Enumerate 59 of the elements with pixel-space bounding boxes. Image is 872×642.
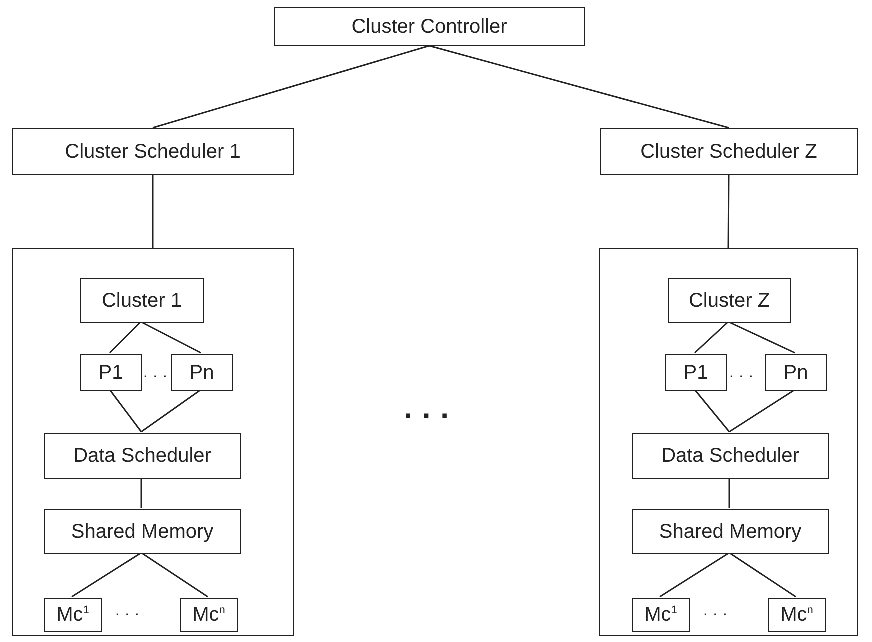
process-box: [632, 509, 829, 554]
node-label: Pn: [784, 362, 808, 384]
process-box: [668, 278, 791, 323]
connector-line: [729, 389, 796, 433]
process-box: [44, 598, 102, 632]
ellipsis: · · ·: [115, 607, 140, 623]
connector-line: [694, 390, 730, 432]
connector-line: [728, 321, 796, 354]
process-box: [768, 598, 826, 632]
node-label: Mc$^{1}$: [644, 604, 678, 626]
connector-line: [694, 321, 729, 354]
connector-line: [728, 478, 730, 508]
ellipsis: · · ·: [404, 402, 451, 432]
connector-line: [660, 552, 730, 598]
connector-line: [729, 552, 796, 598]
connector-line: [140, 321, 202, 354]
cluster-panel: [12, 248, 294, 636]
process-box: [44, 509, 241, 554]
node-label: Cluster Scheduler Z: [640, 140, 818, 162]
process-box: [12, 128, 294, 175]
connector-line: [152, 175, 154, 248]
process-box: [80, 278, 204, 323]
connector-line: [141, 552, 208, 598]
process-box: [80, 354, 142, 391]
process-box: [600, 128, 858, 175]
connector-line: [140, 478, 142, 508]
connector-line: [429, 45, 730, 129]
connector-line: [141, 389, 202, 433]
node-label: Data Scheduler: [662, 445, 800, 467]
process-box: [665, 354, 727, 391]
node-label: Mc$^{n}$: [192, 604, 226, 626]
connector-line: [152, 45, 430, 129]
process-box: [765, 354, 827, 391]
node-label: Shared Memory: [659, 520, 802, 542]
node-label: P1: [98, 362, 124, 384]
process-box: [274, 7, 585, 46]
connector-line: [72, 552, 142, 598]
process-box: [44, 433, 241, 479]
connector-line: [728, 175, 730, 248]
connector-line: [109, 390, 142, 432]
node-label: Cluster 1: [102, 290, 182, 312]
node-label: Cluster Scheduler 1: [65, 140, 241, 162]
process-box: [180, 598, 238, 632]
node-label: P1: [684, 362, 708, 384]
process-box: [632, 433, 829, 479]
node-label: Mc$^{1}$: [56, 604, 90, 626]
ellipsis: · · ·: [143, 369, 168, 385]
process-box: [632, 598, 690, 632]
node-label: Pn: [190, 362, 214, 384]
node-label: Cluster Z: [688, 290, 770, 312]
node-label: Cluster Controller: [352, 16, 508, 38]
cluster-panel: [599, 248, 858, 636]
ellipsis: · · ·: [729, 369, 754, 385]
node-label: Data Scheduler: [74, 445, 212, 467]
node-label: Shared Memory: [71, 520, 214, 542]
process-box: [171, 354, 233, 391]
connector-line: [109, 321, 142, 354]
ellipsis: · · ·: [703, 607, 728, 623]
node-label: Mc$^{n}$: [780, 604, 814, 626]
